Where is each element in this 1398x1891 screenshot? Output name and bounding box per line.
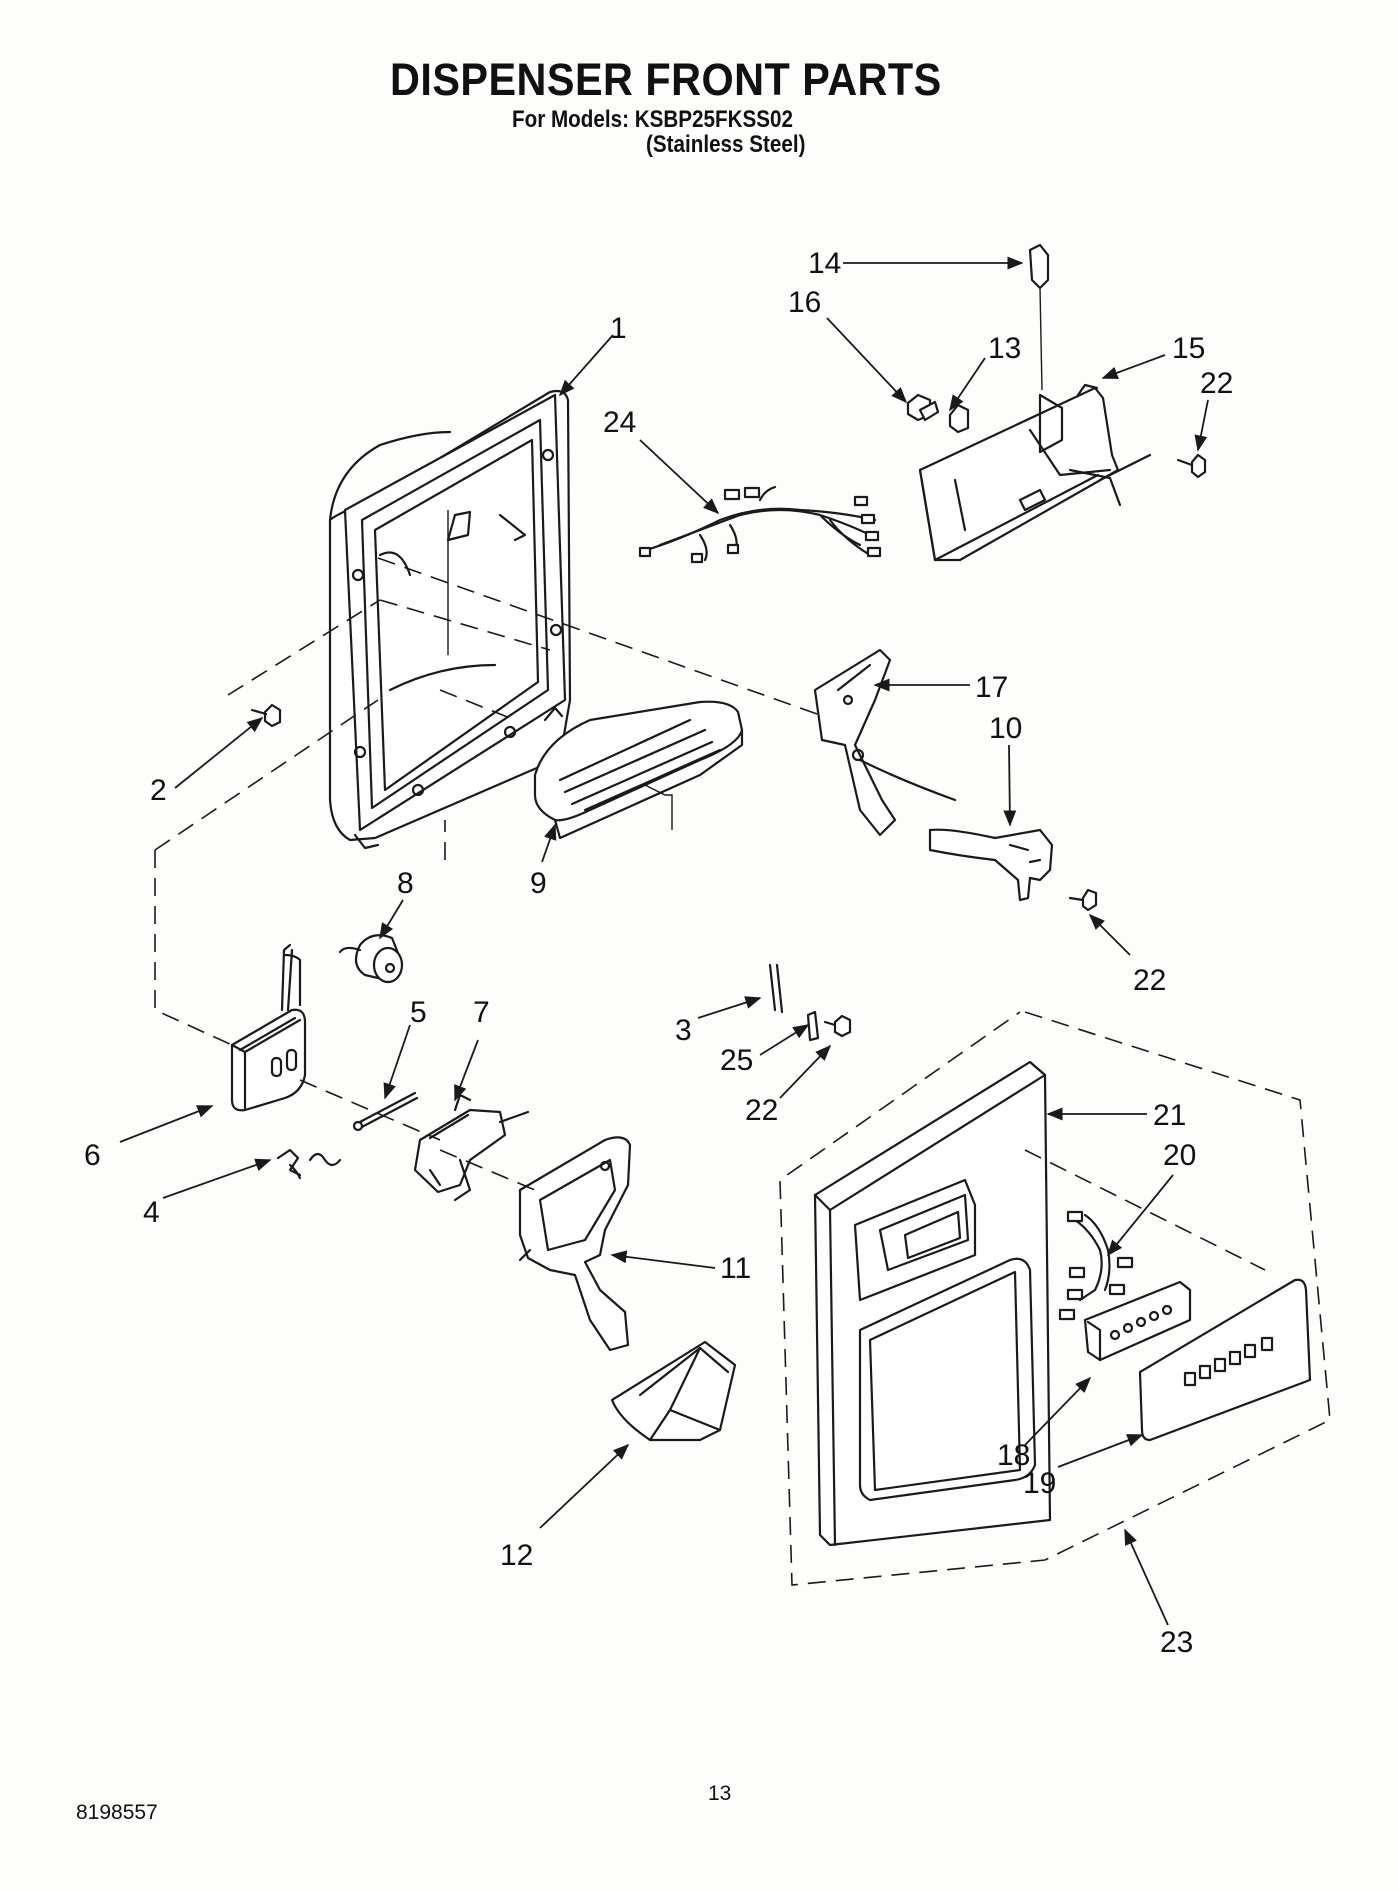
callout-15: 15 bbox=[1172, 332, 1205, 365]
callout-1: 1 bbox=[610, 312, 627, 345]
callout-5: 5 bbox=[410, 996, 427, 1029]
callout-22-low: 22 bbox=[745, 1094, 778, 1127]
callout-13: 13 bbox=[988, 332, 1021, 365]
switch-box-part bbox=[230, 943, 307, 1112]
callout-17: 17 bbox=[975, 671, 1008, 704]
callout-7: 7 bbox=[473, 996, 490, 1029]
callout-19: 19 bbox=[1023, 1467, 1056, 1500]
solenoid-part bbox=[338, 934, 404, 984]
callout-25: 25 bbox=[720, 1044, 753, 1077]
screw-part-22-mid bbox=[1068, 888, 1098, 912]
callout-9: 9 bbox=[530, 867, 547, 900]
callout-16: 16 bbox=[788, 286, 821, 319]
callout-22-top: 22 bbox=[1200, 367, 1233, 400]
assembly-23-boundary bbox=[779, 1011, 1331, 1586]
callout-6: 6 bbox=[84, 1139, 101, 1172]
callout-22-mid: 22 bbox=[1133, 964, 1166, 997]
page-number: 13 bbox=[708, 1782, 732, 1805]
light-bracket-assembly-part bbox=[906, 243, 1207, 562]
callout-18: 18 bbox=[997, 1439, 1030, 1472]
variant-line: (Stainless Steel) bbox=[646, 131, 806, 158]
models-line: For Models: KSBP25FKSS02 bbox=[512, 106, 794, 133]
control-board-part bbox=[1083, 1280, 1192, 1362]
callout-2: 2 bbox=[150, 774, 167, 807]
pin-part bbox=[352, 1091, 419, 1132]
panel-harness-part bbox=[1058, 1210, 1134, 1321]
chute-paddle-part bbox=[518, 1136, 632, 1352]
actuator-arm-part bbox=[813, 648, 957, 837]
callout-10: 10 bbox=[989, 712, 1022, 745]
spring-part bbox=[276, 1148, 342, 1180]
callout-labels: 1 2 3 4 5 6 7 8 9 10 11 12 13 14 15 16 1… bbox=[84, 247, 1233, 1659]
callout-14: 14 bbox=[808, 247, 841, 280]
front-panel-part bbox=[813, 1060, 1052, 1547]
callout-20: 20 bbox=[1163, 1139, 1196, 1172]
alignment-dash-lines bbox=[154, 557, 1266, 1271]
document-number: 8198557 bbox=[76, 1801, 158, 1824]
callout-11: 11 bbox=[720, 1252, 751, 1285]
callout-21: 21 bbox=[1153, 1099, 1186, 1132]
callout-8: 8 bbox=[397, 867, 414, 900]
lever-part bbox=[928, 828, 1054, 902]
wire-harness-part bbox=[638, 485, 882, 564]
callout-23: 23 bbox=[1160, 1626, 1193, 1659]
callout-4: 4 bbox=[143, 1196, 160, 1229]
hinge-bracket-part bbox=[413, 1093, 530, 1202]
callout-24: 24 bbox=[603, 406, 636, 439]
ice-chute-cup-part bbox=[610, 1340, 737, 1442]
drip-tray-grille-part bbox=[533, 700, 744, 840]
callout-12: 12 bbox=[500, 1539, 533, 1572]
callout-leaders bbox=[119, 256, 1209, 1626]
screw-part-2 bbox=[250, 703, 282, 728]
bracket-clip-screw-parts bbox=[768, 963, 852, 1042]
callout-3: 3 bbox=[675, 1014, 692, 1047]
page-title: DISPENSER FRONT PARTS bbox=[390, 54, 942, 105]
